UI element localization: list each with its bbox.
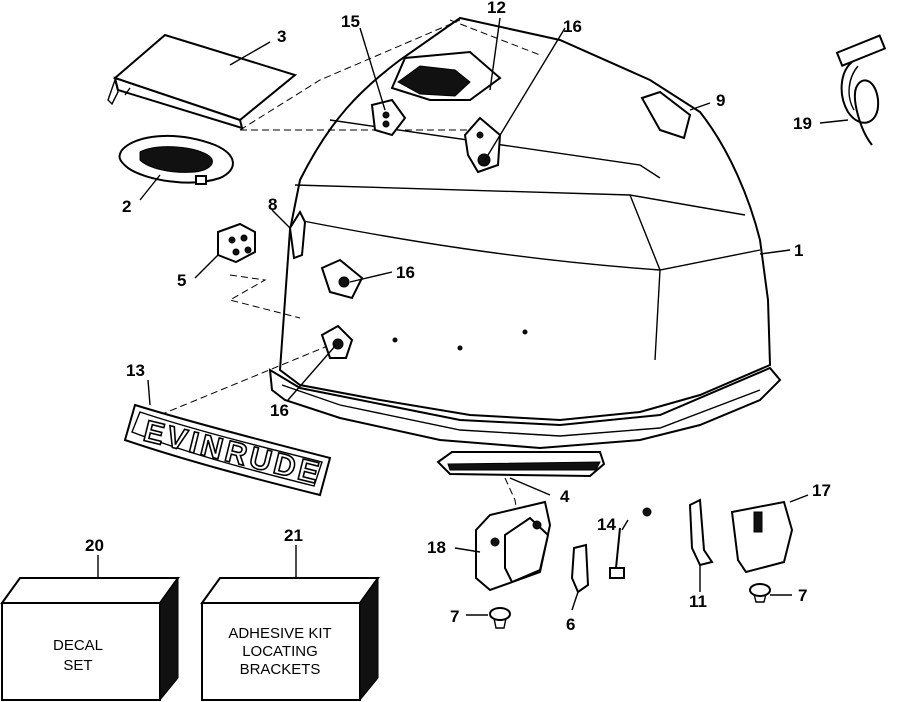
decal-box-line1: DECAL [53,637,103,654]
callout-16a: 16 [563,17,582,36]
callout-9: 9 [716,91,725,110]
hood-cover-part [107,33,298,130]
callout-8: 8 [268,195,277,214]
bracket-assembly-part [475,500,552,592]
grommet-parts [489,583,771,629]
engine-cover [268,16,782,450]
latch-part [640,90,692,140]
callout-20: 20 [85,536,104,555]
clip-part [688,498,714,567]
callout-5: 5 [177,271,186,290]
callout-1: 1 [794,241,803,260]
callout-21: 21 [284,526,303,545]
callout-7b: 7 [798,586,807,605]
adhesive-box-line1: ADHESIVE KIT [228,625,331,642]
seal-strip-part [436,451,606,478]
evinrude-badge: EVINRUDE [123,403,332,497]
callout-11: 11 [689,592,707,611]
callout-7a: 7 [450,607,459,626]
callout-17: 17 [812,481,831,500]
screw-part [609,507,652,579]
callout-6: 6 [566,615,575,634]
callout-2: 2 [122,197,131,216]
callout-14: 14 [597,515,616,534]
small-bracket-part [570,543,590,594]
side-clip-part [288,209,307,260]
cable-part [835,34,887,146]
callout-3: 3 [277,27,286,46]
callout-4: 4 [560,487,570,506]
callout-15: 15 [341,12,360,31]
adhesive-box-line3: BRACKETS [240,661,321,678]
decal-box-line2: SET [63,657,92,674]
callout-19: 19 [793,114,812,133]
callout-numbers: 1 2 3 4 5 6 7 7 8 9 11 12 13 14 15 16 16… [85,0,831,634]
callout-16b: 16 [396,263,415,282]
bracket-part [217,222,256,264]
leader-lines [97,17,849,616]
cover-plate-part [730,500,794,574]
callout-13: 13 [126,361,145,380]
decal-set-box: DECAL SET [0,576,180,702]
adhesive-kit-box: ADHESIVE KIT LOCATING BRACKETS [200,576,380,702]
callout-12: 12 [487,0,506,17]
frame-part [118,135,234,185]
side-plates [320,258,364,359]
top-plates [370,98,502,174]
callout-16c: 16 [270,401,289,420]
adhesive-box-line2: LOCATING [242,643,318,660]
callout-18: 18 [427,538,446,557]
